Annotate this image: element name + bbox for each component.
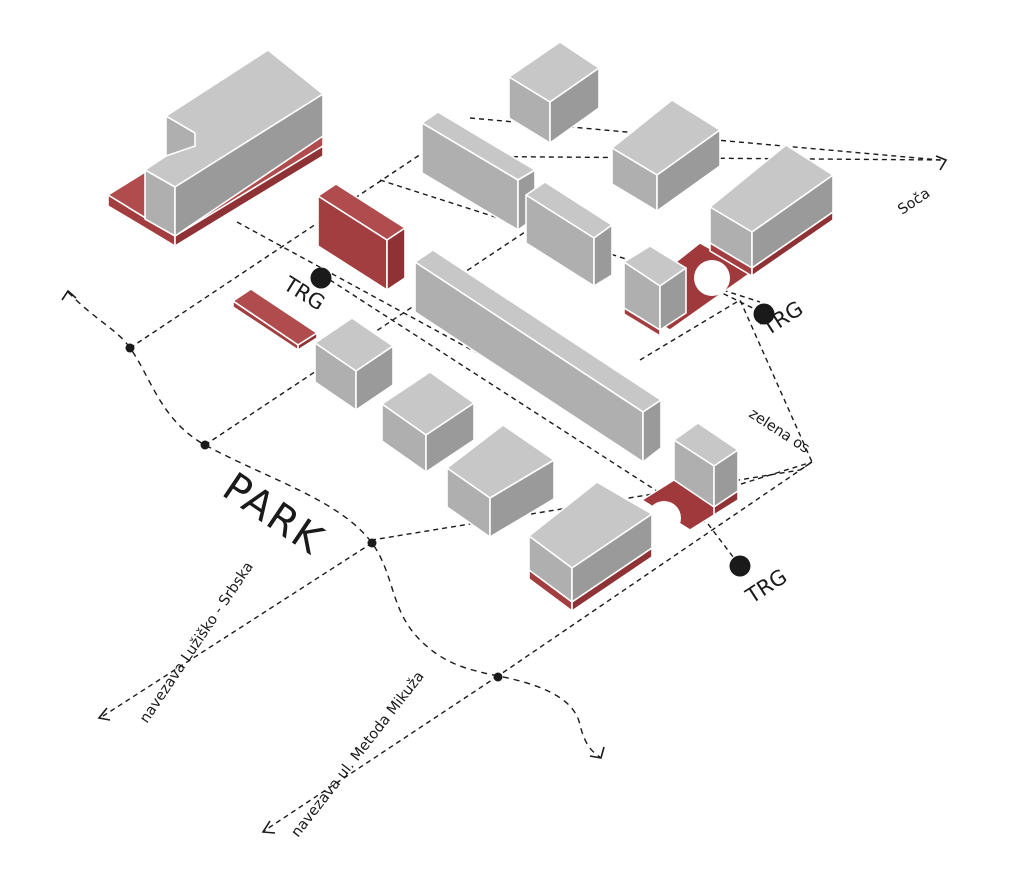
park-path-curve (67, 291, 601, 758)
navezava-luzisko-label: navezava Lužiško - Srbska (137, 559, 257, 726)
soca-axis-arrow (935, 155, 948, 171)
red-base-northwest-side2 (174, 145, 324, 247)
park-path-start-arrow (61, 289, 77, 301)
mikuza-axis-line (263, 675, 499, 832)
navezava-mikuza-label: navezava ul. Metoda Mikuža (289, 669, 428, 841)
zelena-os-label: zelena os (746, 406, 812, 457)
building-long-bar-central (414, 249, 662, 463)
buildings (107, 41, 834, 612)
path-node (200, 440, 210, 450)
axis-line-6 (674, 269, 766, 315)
building-block-mid (525, 181, 613, 287)
trg-link-line (611, 461, 813, 525)
path-node (125, 343, 135, 353)
plaza-east-void (694, 260, 730, 296)
building-west-cube-1 (314, 317, 394, 411)
trg-marker-icon (753, 303, 775, 325)
mikuza-axis-arrow (261, 820, 276, 834)
park-path-end-arrow (589, 746, 605, 759)
luzisko-axis-arrow (97, 707, 111, 721)
plaza-south-void (647, 501, 681, 535)
building-northwest-right (174, 93, 324, 237)
plaza-markers (310, 267, 775, 577)
path-node (493, 672, 503, 682)
building-west-cube-3 (446, 424, 555, 538)
red-slab (232, 288, 318, 351)
building-west-cube-2 (381, 371, 475, 473)
building-north-cube (508, 41, 600, 144)
path-nodes (125, 343, 503, 682)
path-node (367, 538, 377, 548)
red-block-center (317, 183, 406, 291)
zelena-os-line-b (497, 461, 813, 677)
building-south-large (528, 481, 653, 612)
trg-marker-icon (310, 267, 332, 289)
trg-label-east: TRG (757, 296, 808, 340)
soca-label: Soča (895, 186, 933, 219)
trg-marker-icon (729, 555, 751, 577)
building-east-cube (611, 99, 721, 212)
park-path (61, 289, 605, 759)
building-east-large (709, 144, 834, 277)
building-northwest-l (107, 49, 324, 247)
building-northwest-left2 (165, 115, 196, 157)
plaza-south (640, 422, 740, 535)
park-label: PARK (214, 464, 332, 564)
